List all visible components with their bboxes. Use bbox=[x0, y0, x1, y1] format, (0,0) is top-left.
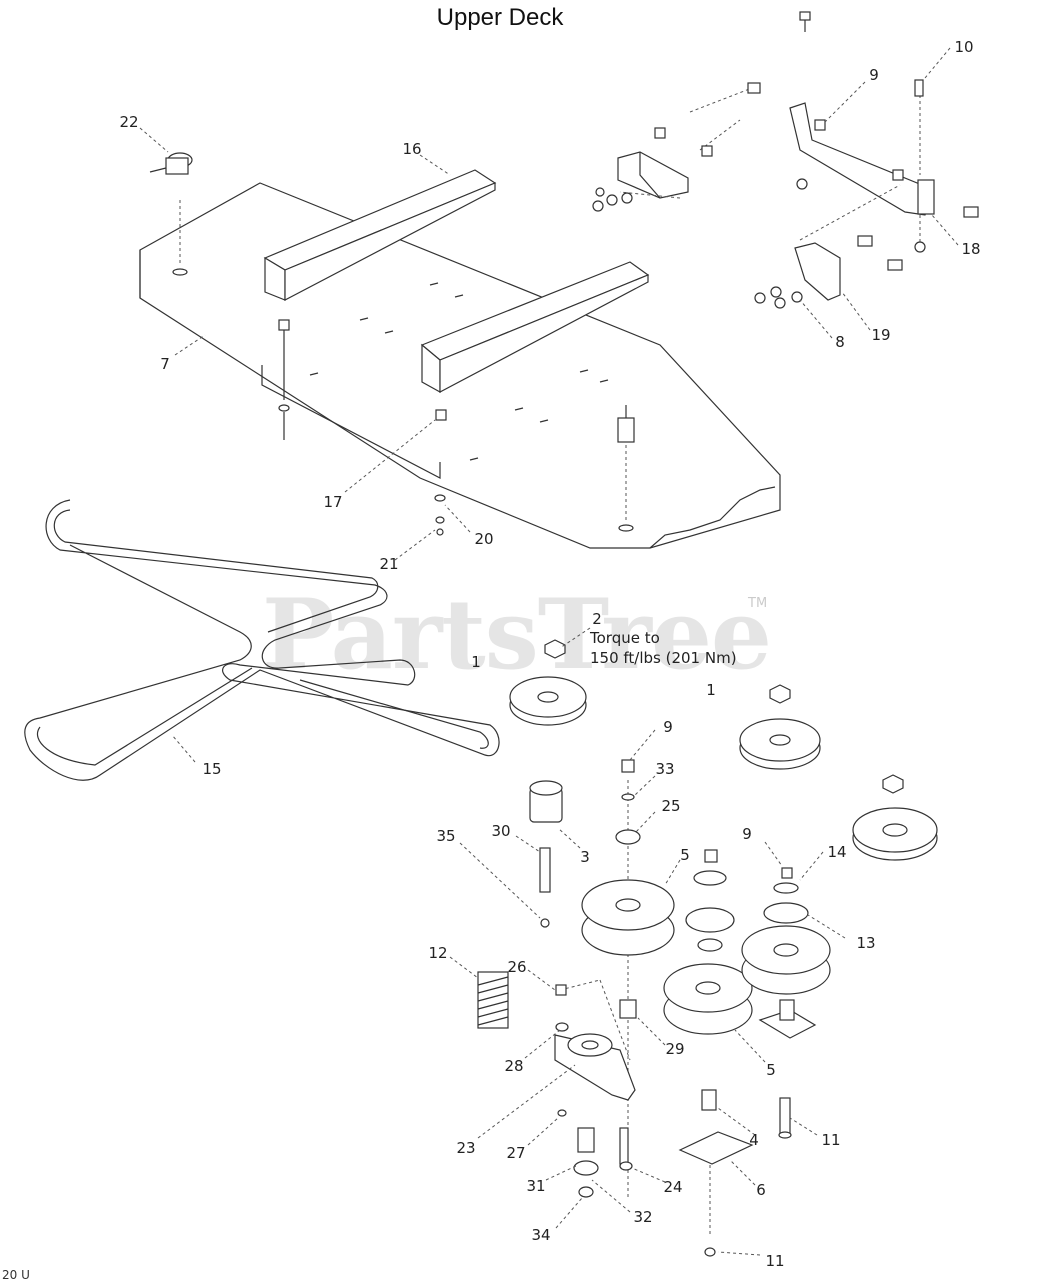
callout-24: 24 bbox=[663, 1178, 683, 1196]
callout-4: 4 bbox=[749, 1131, 759, 1149]
pulley-1-right bbox=[739, 684, 821, 770]
callout-leaders bbox=[139, 47, 959, 1256]
nut-2 bbox=[544, 639, 566, 659]
callout-25: 25 bbox=[661, 797, 681, 815]
callout-14: 14 bbox=[827, 843, 847, 861]
bottom-right-parts bbox=[678, 1089, 792, 1257]
callout-18: 18 bbox=[961, 240, 981, 258]
callout-22: 22 bbox=[119, 113, 139, 131]
callout-3: 3 bbox=[580, 848, 590, 866]
callout-1-right: 1 bbox=[706, 681, 716, 699]
callout-28: 28 bbox=[504, 1057, 524, 1075]
callout-20: 20 bbox=[474, 530, 494, 548]
callout-9-right: 9 bbox=[742, 825, 752, 843]
callout-11-upper: 11 bbox=[821, 1131, 841, 1149]
callout-21: 21 bbox=[379, 555, 399, 573]
torque-note-line2: 150 ft/lbs (201 Nm) bbox=[590, 649, 737, 667]
callout-23: 23 bbox=[456, 1139, 476, 1157]
part-22-clip bbox=[149, 152, 193, 265]
callout-6: 6 bbox=[756, 1181, 766, 1199]
deck-plate bbox=[139, 182, 781, 549]
callout-11-lower: 11 bbox=[765, 1252, 785, 1270]
deck-rail-left bbox=[263, 169, 497, 301]
callout-1-left: 1 bbox=[471, 653, 481, 671]
callout-5-upper: 5 bbox=[680, 846, 690, 864]
bracket-assembly bbox=[592, 11, 979, 309]
callout-12: 12 bbox=[428, 944, 448, 962]
spring-12 bbox=[477, 971, 509, 1029]
callout-9-mid: 9 bbox=[663, 718, 673, 736]
callout-2: 2 bbox=[592, 610, 602, 628]
pulley-14 bbox=[852, 774, 938, 861]
idler-arm-23 bbox=[554, 979, 636, 1198]
deck-stud bbox=[617, 405, 635, 520]
callout-27: 27 bbox=[506, 1144, 526, 1162]
callout-19: 19 bbox=[871, 326, 891, 344]
idler-stack-right bbox=[663, 849, 831, 1039]
callout-35: 35 bbox=[436, 827, 456, 845]
rail-fasteners bbox=[278, 319, 447, 536]
idler-stack bbox=[529, 759, 675, 1200]
diagram-title: Upper Deck bbox=[436, 4, 564, 31]
watermark-trademark: TM bbox=[748, 596, 768, 611]
callout-33: 33 bbox=[655, 760, 675, 778]
deck-rail-right bbox=[420, 261, 650, 394]
callout-16: 16 bbox=[402, 140, 422, 158]
callout-9-top: 9 bbox=[869, 66, 879, 84]
callout-17: 17 bbox=[323, 493, 343, 511]
callout-31: 31 bbox=[526, 1177, 546, 1195]
pulley-1-left bbox=[509, 676, 587, 726]
callout-7: 7 bbox=[160, 355, 170, 373]
callout-8: 8 bbox=[835, 333, 845, 351]
watermark: PartsTree bbox=[262, 578, 772, 691]
callout-26: 26 bbox=[507, 958, 527, 976]
callout-13: 13 bbox=[856, 934, 876, 952]
torque-note: Torque to 150 ft/lbs (201 Nm) bbox=[590, 628, 737, 668]
callout-15: 15 bbox=[202, 760, 222, 778]
callout-30: 30 bbox=[491, 822, 511, 840]
page-footer: 20 U bbox=[2, 1268, 30, 1282]
callout-10: 10 bbox=[954, 38, 974, 56]
callout-29: 29 bbox=[665, 1040, 685, 1058]
callout-5-lower: 5 bbox=[766, 1061, 776, 1079]
callout-32: 32 bbox=[633, 1208, 653, 1226]
callout-34: 34 bbox=[531, 1226, 551, 1244]
torque-note-line1: Torque to bbox=[590, 629, 660, 647]
drive-belt bbox=[24, 499, 500, 781]
